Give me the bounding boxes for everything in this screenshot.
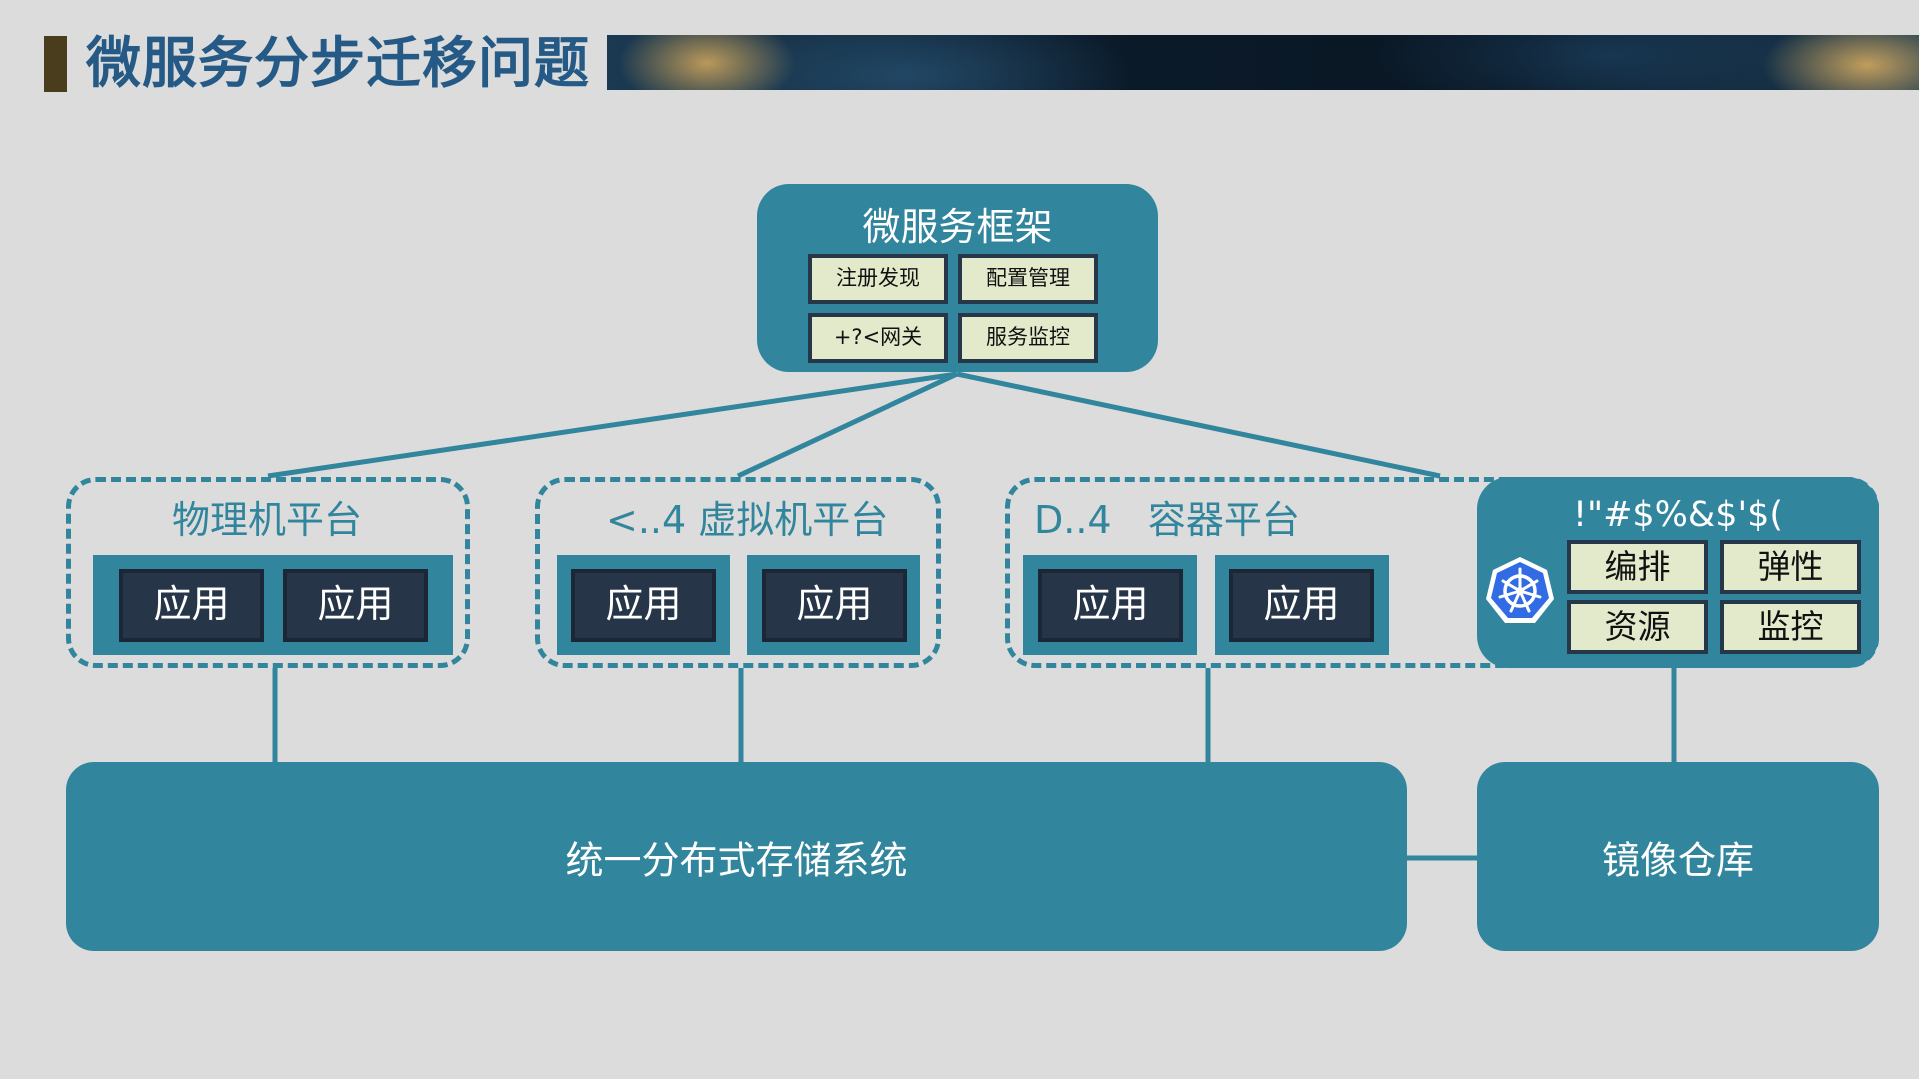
kubernetes-item-orchestration: 编排 (1567, 540, 1708, 594)
image-registry-label: 镜像仓库 (1601, 838, 1754, 882)
line-framework-container (956, 371, 1441, 479)
distributed-storage-label: 统一分布式存储系统 (565, 838, 908, 882)
framework-item-monitoring: 服务监控 (958, 313, 1098, 363)
header-banner-image (607, 35, 1919, 90)
container-app-1: 应用 (1038, 569, 1183, 642)
kubernetes-helm-icon (1486, 557, 1554, 623)
framework-item-config: 配置管理 (958, 254, 1098, 304)
container-app-2: 应用 (1229, 569, 1374, 642)
framework-item-gateway: +?<网关 (808, 313, 948, 363)
page-title: 微服务分步迁移问题 (86, 31, 591, 95)
line-framework-physical (267, 371, 958, 479)
microservice-framework-box: 微服务框架 注册发现 配置管理 +?<网关 服务监控 (757, 184, 1158, 372)
vm-app-2: 应用 (762, 569, 907, 642)
kubernetes-title: !"#$%&$'$( (1572, 495, 1784, 535)
image-registry-box: 镜像仓库 (1477, 762, 1879, 951)
vm-app-1: 应用 (571, 569, 716, 642)
framework-title: 微服务框架 (862, 205, 1053, 249)
kubernetes-item-monitoring: 监控 (1720, 600, 1861, 654)
title-accent-bar (44, 36, 67, 92)
kubernetes-box: !"#$%&$'$( 编排 弹性 资源 监控 (1477, 477, 1879, 668)
vm-platform-group (535, 477, 941, 668)
physical-app-2: 应用 (283, 569, 428, 642)
physical-platform-label: 物理机平台 (172, 498, 363, 542)
line-framework-vm (736, 371, 959, 479)
vm-platform-label: <..4 虚拟机平台 (606, 498, 889, 542)
container-platform-label: D..4 容器平台 (1034, 498, 1300, 542)
kubernetes-item-elasticity: 弹性 (1720, 540, 1861, 594)
distributed-storage-box: 统一分布式存储系统 (66, 762, 1407, 951)
kubernetes-item-resources: 资源 (1567, 600, 1708, 654)
physical-platform-group (66, 477, 470, 668)
physical-app-1: 应用 (119, 569, 264, 642)
framework-item-registry: 注册发现 (808, 254, 948, 304)
